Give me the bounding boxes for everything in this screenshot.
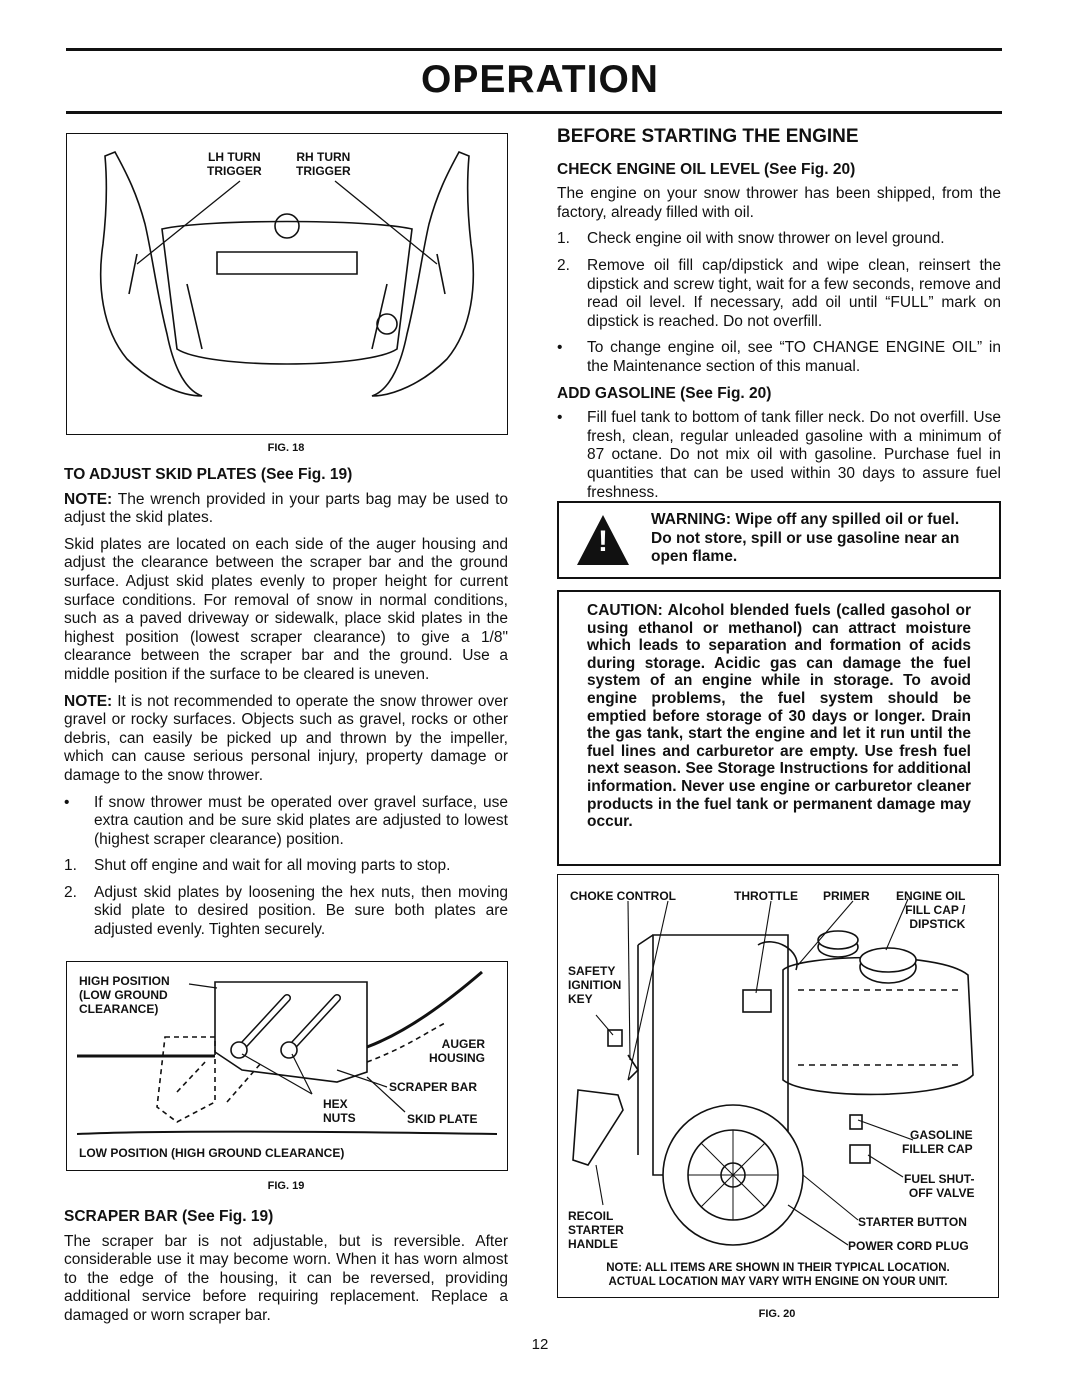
fig20-label-recoil-starter-handle: RECOIL STARTER HANDLE <box>568 1209 624 1251</box>
step-number: 1. <box>64 857 77 875</box>
fig20-note: NOTE: ALL ITEMS ARE SHOWN IN THEIR TYPIC… <box>606 1262 950 1288</box>
page-title: OPERATION <box>421 58 659 101</box>
fig19-label-auger-housing: AUGER HOUSING <box>429 1037 486 1065</box>
scraper-bar-heading: SCRAPER BAR (See Fig. 19) <box>64 1208 274 1225</box>
fig20-label-starter-button: STARTER BUTTON <box>858 1215 967 1229</box>
fig19-label-skid-plate: SKID PLATE <box>407 1112 478 1126</box>
fig18-box: LH TURN TRIGGER RH TURN TRIGGER <box>66 133 508 435</box>
fig18-caption: FIG. 18 <box>267 442 305 454</box>
bullet-marker: • <box>557 339 563 357</box>
page-number: 12 <box>531 1336 549 1353</box>
list-item: • If snow thrower must be operated over g… <box>64 794 508 850</box>
fig20-label-safety-key: SAFETY IGNITION KEY <box>568 964 622 1006</box>
caution-box: CAUTION: Alcohol blended fuels (called g… <box>557 590 1001 866</box>
list-item: 1. Check engine oil with snow thrower on … <box>557 230 1001 249</box>
fig19-label-low-position: LOW POSITION (HIGH GROUND CLEARANCE) <box>79 1146 345 1160</box>
step-text: Check engine oil with snow thrower on le… <box>587 230 945 248</box>
fig18-label-lh-trigger: LH TURN TRIGGER <box>207 150 262 178</box>
fig20-label-engine-oil: ENGINE OIL FILL CAP / DIPSTICK <box>896 889 966 931</box>
fig19-caption: FIG. 19 <box>267 1180 305 1192</box>
bullet-text: To change engine oil, see “TO CHANGE ENG… <box>587 339 1001 375</box>
note-lead: NOTE: <box>64 692 113 710</box>
bullet-marker: • <box>64 793 70 811</box>
rh-trigger-leader <box>334 180 438 265</box>
warning-triangle-icon <box>577 515 629 565</box>
skid-paragraph: Skid plates are located on each side of … <box>64 535 508 683</box>
before-starting-heading: BEFORE STARTING THE ENGINE <box>557 126 859 147</box>
caution-text: CAUTION: Alcohol blended fuels (called g… <box>587 602 971 831</box>
scraper-bar-paragraph: The scraper bar is not adjustable, but i… <box>64 1232 508 1324</box>
oil-heading: CHECK ENGINE OIL LEVEL (See Fig. 20) <box>557 160 856 178</box>
warning-text: WARNING: Wipe off any spilled oil or fue… <box>651 511 960 565</box>
scraper-bar-section: SCRAPER BAR (See Fig. 19) The scraper ba… <box>64 1208 508 1334</box>
header-rule-top <box>66 48 1002 51</box>
fig20-box: CHOKE CONTROL THROTTLE PRIMER ENGINE OIL… <box>557 874 999 1298</box>
fig19-label-hex-nuts: HEX NUTS <box>323 1097 356 1125</box>
step-text: Remove oil fill cap/dipstick and wipe cl… <box>587 256 1001 330</box>
fig18-label-rh-trigger: RH TURN TRIGGER <box>296 150 351 178</box>
header-rule-bottom <box>66 111 1002 114</box>
fig20-label-choke-control: CHOKE CONTROL <box>570 889 676 903</box>
before-starting-section: BEFORE STARTING THE ENGINE CHECK ENGINE … <box>557 126 1001 510</box>
lh-trigger-leader <box>136 180 241 265</box>
oil-intro: The engine on your snow thrower has been… <box>557 185 1001 221</box>
step-text: Adjust skid plates by loosening the hex … <box>94 883 508 939</box>
step-number: 2. <box>557 256 570 274</box>
bullet-text: If snow thrower must be operated over gr… <box>94 793 508 848</box>
fig20-label-fuel-shutoff-valve: FUEL SHUT- OFF VALVE <box>904 1172 975 1200</box>
skid-note-1: NOTE: The wrench provided in your parts … <box>64 491 508 528</box>
fig18-handlebar-illustration <box>99 150 475 397</box>
step-number: 2. <box>64 883 77 901</box>
warning-box: ! WARNING: Wipe off any spilled oil or f… <box>557 501 1001 579</box>
fig19-box: HIGH POSITION (LOW GROUND CLEARANCE) AUG… <box>66 961 508 1171</box>
note-text: It is not recommended to operate the sno… <box>64 692 508 784</box>
fig20-caption: FIG. 20 <box>758 1308 796 1320</box>
skid-plates-section: TO ADJUST SKID PLATES (See Fig. 19) NOTE… <box>64 466 508 948</box>
list-item: • Fill fuel tank to bottom of tank filler… <box>557 409 1001 502</box>
list-item: • To change engine oil, see “TO CHANGE EN… <box>557 339 1001 376</box>
fig19-label-high-position: HIGH POSITION (LOW GROUND CLEARANCE) <box>79 974 170 1016</box>
bullet-text: Fill fuel tank to bottom of tank filler … <box>587 409 1001 501</box>
bullet-marker: • <box>557 409 563 427</box>
list-item: 2. Adjust skid plates by loosening the he… <box>64 884 508 940</box>
fig20-label-primer: PRIMER <box>823 889 870 903</box>
note-text: The wrench provided in your parts bag ma… <box>64 490 508 527</box>
fig19-skid-plate-illustration <box>76 970 498 1135</box>
fig20-label-power-cord-plug: POWER CORD PLUG <box>848 1239 969 1253</box>
fig19-label-scraper-bar: SCRAPER BAR <box>389 1080 478 1094</box>
gas-heading: ADD GASOLINE (See Fig. 20) <box>557 384 772 402</box>
skid-note-2: NOTE: It is not recommended to operate t… <box>64 693 508 786</box>
fig20-label-gasoline-filler-cap: GASOLINE FILLER CAP <box>902 1128 973 1156</box>
fig20-label-throttle: THROTTLE <box>734 889 798 903</box>
fig20-engine-illustration <box>572 898 974 1246</box>
skid-plates-heading: TO ADJUST SKID PLATES (See Fig. 19) <box>64 466 353 483</box>
step-text: Shut off engine and wait for all moving … <box>94 857 451 875</box>
list-item: 1. Shut off engine and wait for all movin… <box>64 857 508 876</box>
note-lead: NOTE: <box>64 490 113 508</box>
warning-glyph: ! <box>598 525 608 558</box>
list-item: 2. Remove oil fill cap/dipstick and wipe … <box>557 257 1001 331</box>
step-number: 1. <box>557 230 570 248</box>
